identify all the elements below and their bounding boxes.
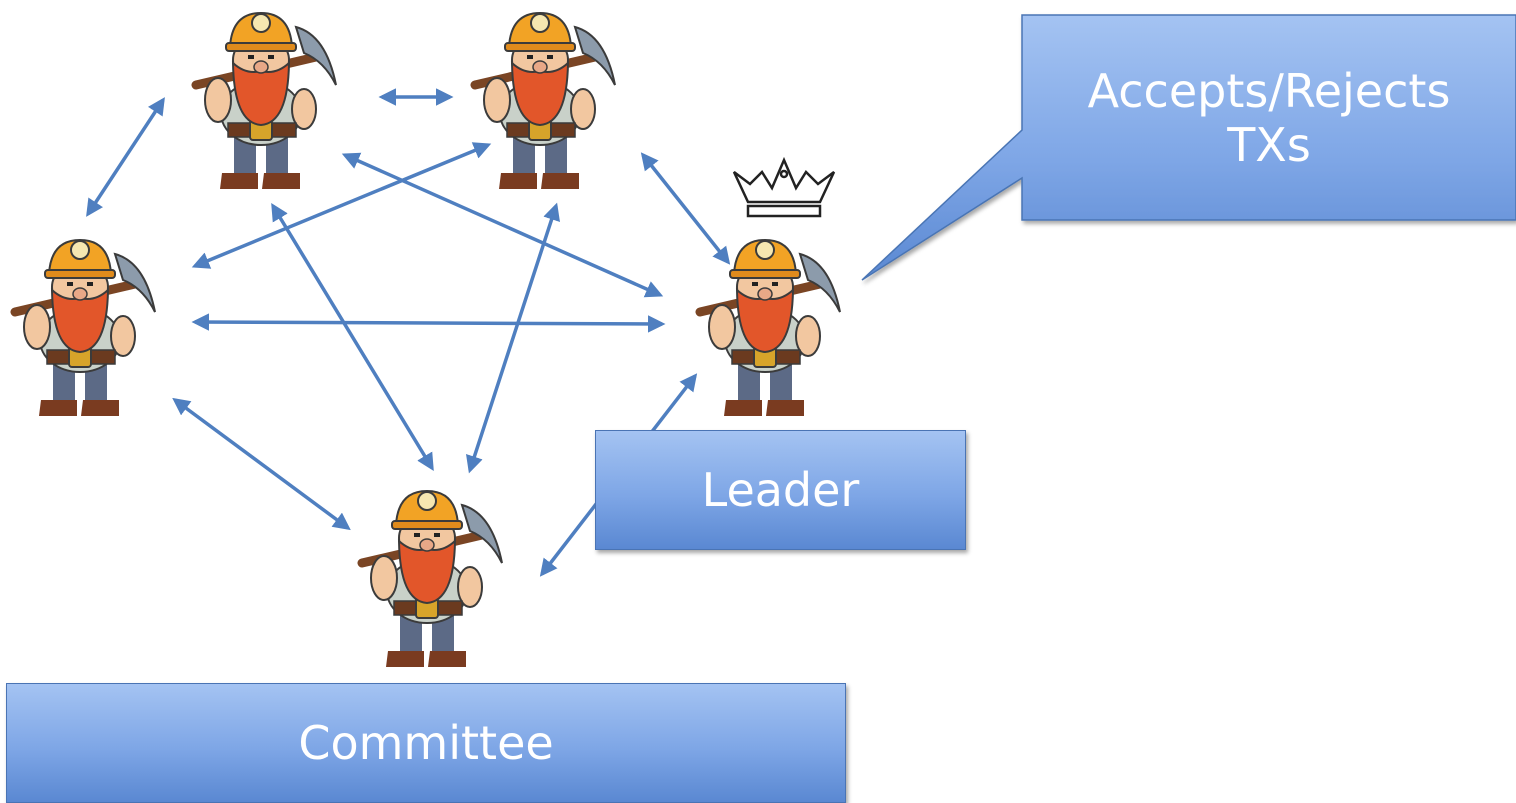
miner-icon	[700, 240, 840, 416]
arrow-top1-bottom	[271, 203, 434, 471]
arrow-top2-bottom	[466, 202, 560, 474]
connection-arrows	[86, 88, 731, 577]
miner-icon	[196, 13, 336, 189]
miner-icon	[15, 240, 155, 416]
arrow-top1-left	[86, 97, 165, 217]
miner-icon	[475, 13, 615, 189]
arrow-top2-leader	[640, 152, 731, 265]
arrow-left-bottom	[172, 397, 351, 531]
callout-bubble	[861, 14, 1516, 281]
leader-label: Leader	[595, 430, 966, 550]
miner-icon	[362, 491, 502, 667]
committee-label: Committee	[6, 683, 846, 803]
callout-text: Accepts/Rejects TXs	[1087, 63, 1451, 172]
arrow-left-leader	[191, 313, 666, 333]
crown-icon	[732, 156, 836, 218]
